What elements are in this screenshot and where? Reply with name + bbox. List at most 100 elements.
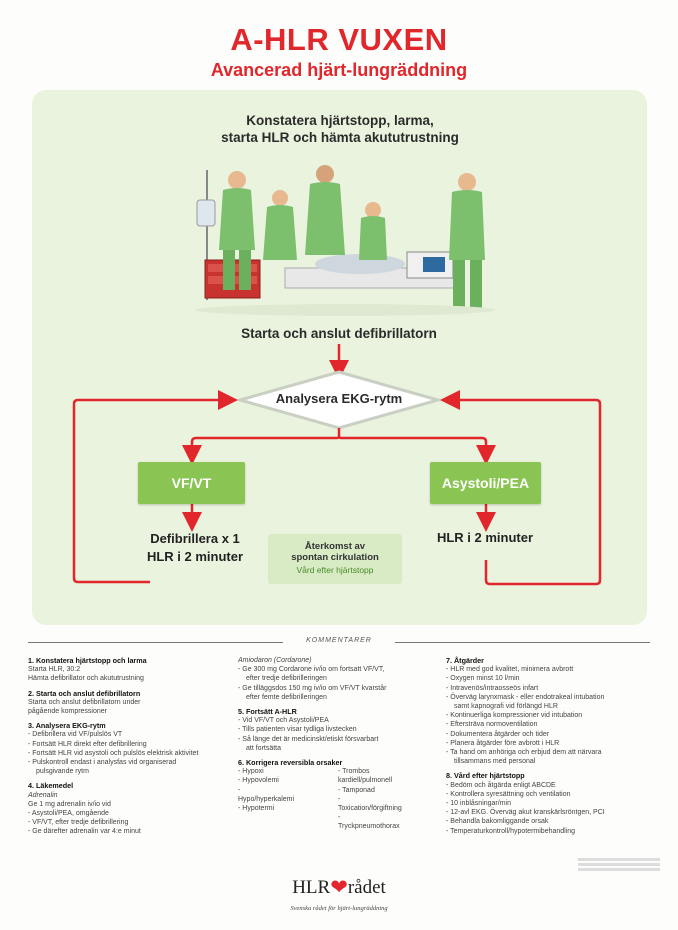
analyse-ekg-label: Analysera EKG-rytm [275, 391, 403, 406]
comment-section-5: 5. Fortsätt A-HLR - Vid VF/VT och Asysto… [238, 707, 438, 753]
section-line: - Kontinuerliga kompressioner vid intuba… [446, 712, 583, 720]
comment-section-7: 7. Åtgärder - HLR med god kvalitet, mini… [446, 656, 651, 766]
rosc-title: Återkomst av spontan cirkulation [268, 534, 402, 563]
cause-item: - Hypovolemi [238, 777, 279, 785]
section-line: - Bedöm och åtgärda enligt ABCDE [446, 781, 556, 789]
section-line: - Fortsätt HLR vid asystoli och pulslös … [28, 749, 199, 757]
comment-section-1: 1. Konstatera hjärtstopp och larma Start… [28, 656, 218, 684]
section-line: tillsammans med personal [454, 758, 536, 766]
section-line: pågående kompressioner [28, 708, 107, 716]
section-heading: 7. Åtgärder [446, 656, 484, 665]
rosc-line-2: spontan cirkulation [291, 552, 379, 563]
intro-line-1: Konstatera hjärtstopp, larma, [246, 113, 434, 128]
section-line: Starta och anslut defibrillatorn under [28, 698, 141, 706]
section-line: - Temperaturkontroll/hypotermibehandling [446, 827, 576, 835]
hlr-radet-logo: HLR❤rådet [0, 875, 678, 900]
section-heading: 1. Konstatera hjärtstopp och larma [28, 656, 147, 665]
section-line: - Så länge det är medicinskt/etiskt förs… [238, 735, 379, 743]
section-line: att fortsätta [246, 744, 282, 752]
causes-left: - Hypoxi - Hypovolemi - Hypo/hyperkalemi… [238, 767, 338, 831]
section-line: Adrenalin [28, 791, 58, 799]
section-line: - Oxygen minst 10 l/min [446, 675, 520, 683]
section-line: - 12-avl EKG. Överväg akut kranskärlsrön… [446, 809, 605, 817]
comment-section-6: 6. Korrigera reversibla orsaker - Hypoxi… [238, 758, 438, 832]
cause-item: - Tamponad [338, 786, 375, 794]
section-line: - Fortsätt HLR direkt efter defibrilleri… [28, 740, 147, 748]
rosc-subtitle: Vård efter hjärtstopp [296, 565, 374, 575]
section-heading: 4. Läkemedel [28, 781, 74, 791]
comments-label: KOMMENTARER [306, 637, 372, 644]
cause-item: - Tryckpneumothorax [338, 814, 400, 831]
defib-line-2: HLR i 2 minuter [146, 549, 244, 564]
rosc-box: Återkomst av spontan cirkulation Vård ef… [268, 534, 402, 584]
intro-line-2: starta HLR och hämta akututrustning [221, 130, 459, 145]
section-line: - Kontrollera syresättning och ventilati… [446, 790, 571, 798]
section-line: - Ge 300 mg Cordarone iv/io om fortsatt … [238, 666, 385, 674]
section-line: - Ge tilläggsdos 150 mg iv/io om VF/VT k… [238, 684, 387, 692]
logo-tagline: Svenska rådet för hjärt-lungräddning [290, 905, 388, 912]
print-fine-text [578, 858, 660, 871]
comment-section-3: 3. Analysera EKG-rytm - Defibrillera vid… [28, 721, 218, 776]
intro-text: Konstatera hjärtstopp, larma, starta HLR… [150, 112, 530, 146]
divider-line-right [395, 642, 650, 643]
section-heading: 3. Analysera EKG-rytm [28, 721, 106, 731]
comments-column-3: 7. Åtgärder - HLR med god kvalitet, mini… [446, 656, 651, 841]
divider-line-left [28, 642, 283, 643]
section-line: - Överväg larynxmask - eller endotrakeal… [446, 693, 605, 701]
resuscitation-team-illustration [195, 165, 495, 316]
rosc-line-1: Återkomst av [304, 541, 366, 552]
section-line: - Eftersträva normoventilation [446, 721, 538, 729]
cause-item: - Toxication/förgiftning [338, 795, 402, 813]
comments-column-2: Amiodaron (Cordarone) - Ge 300 mg Cordar… [238, 656, 438, 837]
section-line: - Ge därefter adrenalin var 4:e minut [28, 828, 141, 836]
section-line: efter tredje defibrilleringen [246, 675, 327, 683]
section-line: - Behandla bakomliggande orsak [446, 818, 549, 826]
page-title: A-HLR VUXEN [230, 22, 448, 57]
section-line: Ge 1 mg adrenalin iv/io vid [28, 800, 111, 808]
section-heading: 6. Korrigera reversibla orsaker [238, 758, 343, 768]
section-line: - Dokumentera åtgärder och tider [446, 730, 550, 738]
reversible-causes: - Hypoxi - Hypovolemi - Hypo/hyperkalemi… [238, 767, 438, 831]
section-line: - Defibrillera vid VF/pulslös VT [28, 731, 123, 739]
section-line: - HLR med god kvalitet, minimera avbrott [446, 666, 574, 674]
causes-right: - Trombos kardiell/pulmonell - Tamponad … [338, 767, 438, 831]
page-subtitle: Avancerad hjärt-lungräddning [210, 60, 468, 80]
section-line: - Asystoli/PEA, omgående [28, 810, 109, 818]
section-line: efter femte defibrilleringen [246, 693, 327, 701]
amiodaron-block: Amiodaron (Cordarone) - Ge 300 mg Cordar… [238, 656, 438, 702]
logo-text-left: HLR [292, 877, 331, 898]
section-line: samt kapnografi vid förlängd HLR [454, 703, 558, 711]
section-line: Starta HLR, 30:2 [28, 666, 81, 674]
comment-section-2: 2. Starta och anslut defibrillatorn Star… [28, 689, 218, 717]
comments-column-1: 1. Konstatera hjärtstopp och larma Start… [28, 656, 218, 842]
comment-section-8: 8. Vård efter hjärtstopp - Bedöm och åtg… [446, 771, 651, 835]
asystoli-action-text: HLR i 2 minuter [436, 530, 534, 545]
section-line: - Vid VF/VT och Asystoli/PEA [238, 717, 329, 725]
comments-divider: KOMMENTARER [28, 637, 650, 647]
heart-icon: ❤ [330, 875, 348, 899]
connect-defibrillator-text: Starta och anslut defibrillatorn [241, 326, 437, 341]
section-heading: 2. Starta och anslut defibrillatorn [28, 688, 141, 698]
section-line: - 10 inblåsningar/min [446, 800, 511, 808]
section-line: - Pulskontroll endast i analysfas vid or… [28, 759, 177, 767]
section-line: Hämta defibrillator och akututrustning [28, 675, 144, 683]
section-line: - Intravenös/intraosseös infart [446, 684, 539, 692]
section-line: - Tills patienten visar tydliga livsteck… [238, 726, 357, 734]
vf-vt-box: VF/VT [138, 462, 245, 504]
section-heading: 8. Vård efter hjärtstopp [446, 771, 525, 781]
logo-text-right: rådet [347, 877, 386, 898]
comment-section-4: 4. Läkemedel Adrenalin Ge 1 mg adrenalin… [28, 781, 218, 836]
section-line: - Planera åtgärder före avbrott i HLR [446, 739, 560, 747]
cause-item: - Hypoxi [238, 768, 264, 776]
section-line: pulsgivande rytm [36, 768, 89, 776]
defibrillate-text: Defibrillera x 1 HLR i 2 minuter [130, 530, 260, 566]
cause-item: - Hypotermi [238, 805, 275, 813]
section-heading: 5. Fortsätt A-HLR [238, 707, 297, 717]
section-line: - VF/VT, efter tredje defibrillering [28, 819, 129, 827]
section-line: - Ta hand om anhöriga och erbjud dem att… [446, 749, 602, 757]
cause-item: - Hypo/hyperkalemi [238, 786, 295, 803]
section-line: Amiodaron (Cordarone) [238, 657, 312, 664]
defib-line-1: Defibrillera x 1 [150, 531, 240, 546]
